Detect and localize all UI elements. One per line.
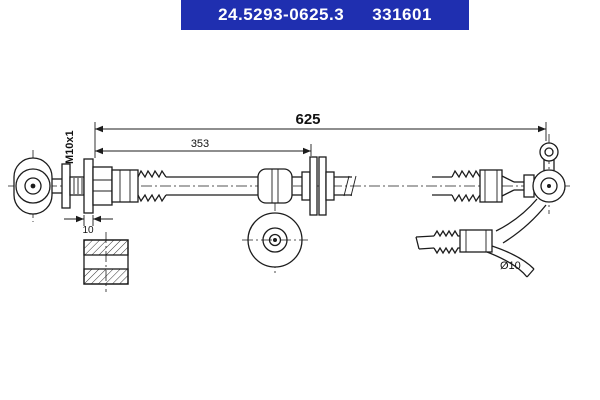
mid-bracket-fitting	[301, 156, 335, 216]
right-end-fitting	[451, 169, 535, 203]
dim-10-label: 10	[82, 225, 94, 236]
banjo-eye-face-view	[242, 212, 308, 268]
left-end-fitting	[61, 158, 167, 214]
right-banjo-fitting	[495, 142, 566, 244]
hose-body	[166, 175, 452, 197]
thread-size-label: M10x1	[64, 130, 76, 164]
left-eyelet-front-view	[13, 157, 62, 215]
dimension-353: 353	[95, 138, 312, 156]
part-number-banner: 24.5293-0625.3 331601	[181, 0, 469, 30]
dim-625-label: 625	[295, 111, 320, 128]
dim-353-label: 353	[191, 138, 209, 150]
fitting-cross-section	[83, 239, 129, 285]
hose-diameter-label: Ø10	[500, 260, 521, 272]
bent-hose-end-view	[415, 229, 535, 278]
thread-label: M10x1	[64, 130, 76, 164]
catalog-number: 331601	[372, 5, 432, 24]
part-number: 24.5293-0625.3	[218, 5, 345, 24]
center-grommet	[257, 168, 293, 204]
diameter-label: Ø10	[500, 260, 521, 272]
dimension-10: 10	[64, 215, 113, 236]
